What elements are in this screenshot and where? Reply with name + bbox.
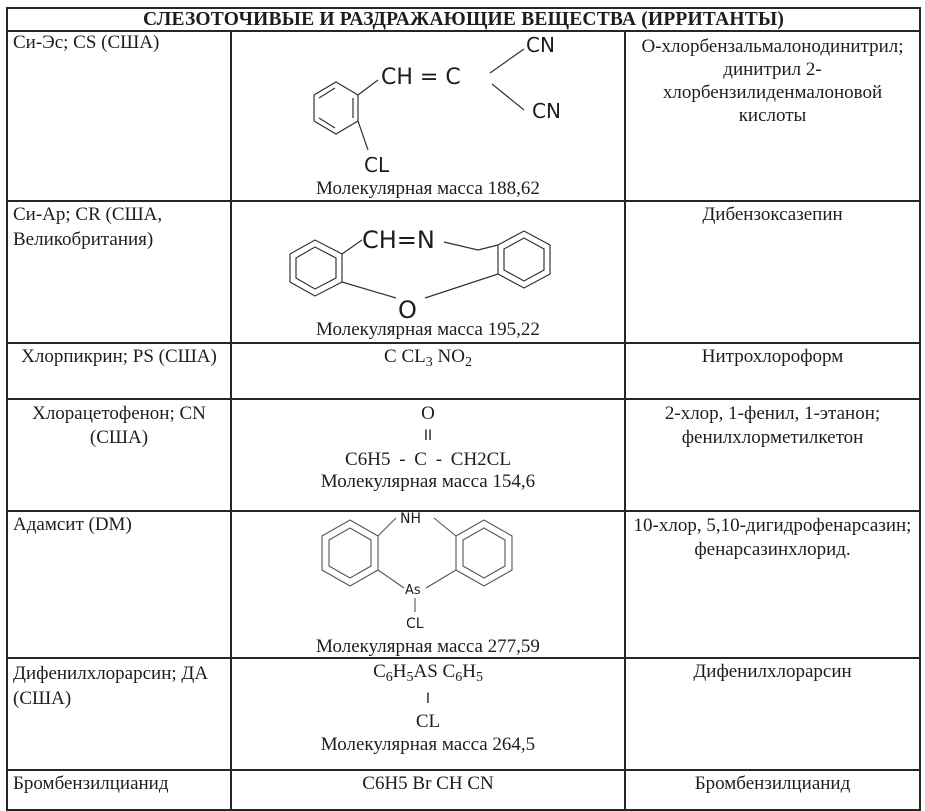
dm-label-cl: CL — [406, 616, 424, 632]
molecular-mass: Молекулярная масса 188,62 — [316, 178, 540, 199]
cs-label-cn-bottom: CN — [532, 99, 561, 123]
cn-formula-main: C6H5 - C - CH2CL — [345, 449, 511, 470]
cs-label-cl: CL — [364, 153, 390, 177]
cn-formula-carbonyl-o: O — [421, 403, 435, 424]
structure-cell: CH=N O Молекулярная масса 195,22 — [230, 200, 626, 344]
cs-label-cn-top: CN — [526, 33, 555, 57]
formula-cell: C CL3 NO2 — [230, 342, 626, 400]
ps-formula: C CL3 NO2 — [384, 346, 472, 370]
table-row-dm: Адамсит (DM) NH As CL Молекулярная — [6, 510, 922, 659]
formula-cell: O II C6H5 - C - CH2CL Молекулярная масса… — [230, 398, 626, 512]
table-row-cn: Хлорацетофенон; CN (США) O II C6H5 - C -… — [6, 398, 922, 512]
formula-cell: C6H5AS C6H5 I CL Молекулярная масса 264,… — [230, 657, 626, 771]
agent-name: Хлорпикрин; PS (США) — [6, 342, 232, 400]
da-formula-main: C6H5AS C6H5 — [373, 661, 483, 685]
molecular-mass: Молекулярная масса 277,59 — [316, 636, 540, 657]
chemical-name: Бромбензилцианид — [623, 769, 922, 811]
agent-name: Дифенилхлорарсин; ДА (США) — [6, 657, 232, 771]
table-row-ca: Бромбензилцианид C6H5 Br CH CN Бромбензи… — [6, 769, 922, 811]
chemical-name: 2-хлор, 1-фенил, 1-этанон; фенилхлормети… — [623, 398, 922, 512]
cr-label-o: O — [398, 296, 417, 319]
chemical-name: О-хлорбензальмалонодинитрил; динитрил 2-… — [623, 30, 922, 202]
chemical-name: Нитрохлороформ — [623, 342, 922, 400]
molecular-mass: Молекулярная масса 264,5 — [320, 734, 536, 755]
cs-label-ch: CH = C — [381, 65, 461, 90]
table-row-ps: Хлорпикрин; PS (США) C CL3 NO2 Нитрохлор… — [6, 342, 922, 400]
agent-name: Си-Ар; CR (США, Великобритания) — [6, 200, 232, 344]
table-row-da: Дифенилхлорарсин; ДА (США) C6H5AS C6H5 I… — [6, 657, 922, 771]
molecular-mass: Молекулярная масса 154,6 — [320, 471, 536, 492]
dm-label-as: As — [405, 583, 421, 598]
da-formula-cl: CL — [415, 711, 441, 732]
chemical-name: Дифенилхлорарсин — [623, 657, 922, 771]
table-row-cr: Си-Ар; CR (США, Великобритания) CH=N O М… — [6, 200, 922, 344]
formula-cell: C6H5 Br CH CN — [230, 769, 626, 811]
table-row-cs: Си-Эс; CS (США) CH = C CN CN CL Молек — [6, 30, 922, 202]
dm-label-nh: NH — [400, 512, 421, 527]
structure-cell: NH As CL Молекулярная масса 277,59 — [230, 510, 626, 659]
cr-label-chn: CH=N — [362, 226, 435, 254]
cn-formula-double-bond: II — [423, 428, 433, 444]
irritants-table: СЛЕЗОТОЧИВЫЕ И РАЗДРАЖАЮЩИЕ ВЕЩЕСТВА (ИР… — [5, 7, 922, 811]
agent-name: Си-Эс; CS (США) — [6, 30, 232, 202]
agent-name: Бромбензилцианид — [6, 769, 232, 811]
agent-name: Хлорацетофенон; CN (США) — [6, 398, 232, 512]
chemical-name: 10-хлор, 5,10-дигидрофенарсазин; фенарса… — [623, 510, 922, 659]
cr-structure-diagram: CH=N O — [289, 226, 551, 319]
structure-cell: CH = C CN CN CL Молекулярная масса 188,6… — [230, 30, 626, 202]
cs-structure-diagram: CH = C CN CN CL — [313, 33, 561, 177]
chemical-name: Дибензоксазепин — [623, 200, 922, 344]
molecular-mass: Молекулярная масса 195,22 — [316, 319, 540, 340]
dm-structure-diagram: NH As CL — [321, 512, 513, 632]
da-formula-bond: I — [425, 691, 431, 707]
table-title-row: СЛЕЗОТОЧИВЫЕ И РАЗДРАЖАЮЩИЕ ВЕЩЕСТВА (ИР… — [5, 7, 922, 32]
agent-name: Адамсит (DM) — [6, 510, 232, 659]
table-title: СЛЕЗОТОЧИВЫЕ И РАЗДРАЖАЮЩИЕ ВЕЩЕСТВА (ИР… — [5, 7, 922, 32]
